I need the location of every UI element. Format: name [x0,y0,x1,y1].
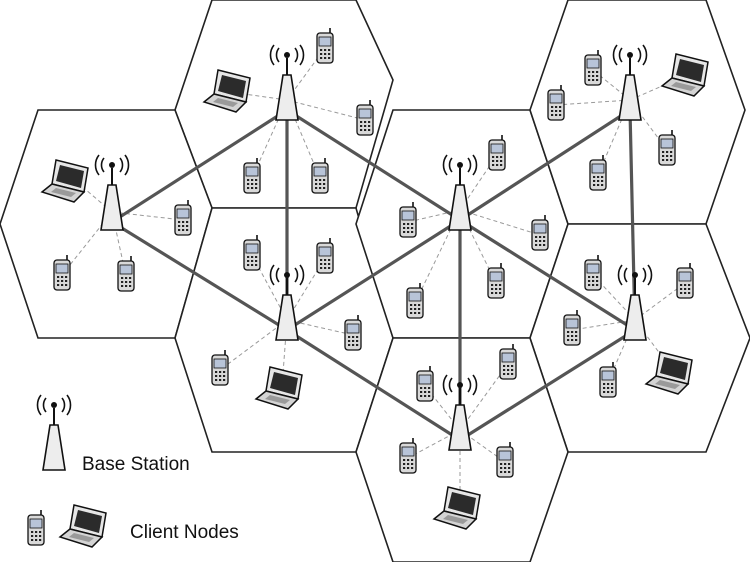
phone-icon [584,49,602,86]
phone-icon [53,254,71,291]
phone-icon [211,349,229,386]
phone-icon [117,255,135,292]
phone-icon [27,509,45,546]
phone-icon [531,214,549,251]
phone-icon [563,309,581,346]
phone-icon [316,237,334,274]
phone-icon [243,234,261,271]
phone-icon [676,262,694,299]
backhaul-links [110,108,637,442]
phone-icon [243,157,261,194]
phone-icon [589,154,607,191]
phone-icon [488,134,506,171]
phone-icon [399,437,417,474]
legend: Base Station Client Nodes [27,394,239,548]
phone-icon [406,282,424,319]
phone-icon [487,262,505,299]
phone-icon [496,441,514,478]
phone-icon [658,129,676,166]
phone-icon [599,361,617,398]
phone-icon [584,254,602,291]
legend-client-nodes-label: Client Nodes [130,522,239,543]
phone-icon [499,343,517,380]
phone-icon [316,27,334,64]
phone-icon [311,157,329,194]
phone-icon [416,365,434,402]
phone-icon [174,199,192,236]
base-station-icon [36,394,72,471]
phone-icon [547,84,565,121]
phone-icon [399,201,417,238]
phone-icon [344,314,362,351]
laptop-icon [59,504,107,548]
phone-icon [356,99,374,136]
legend-base-station-label: Base Station [82,454,190,475]
